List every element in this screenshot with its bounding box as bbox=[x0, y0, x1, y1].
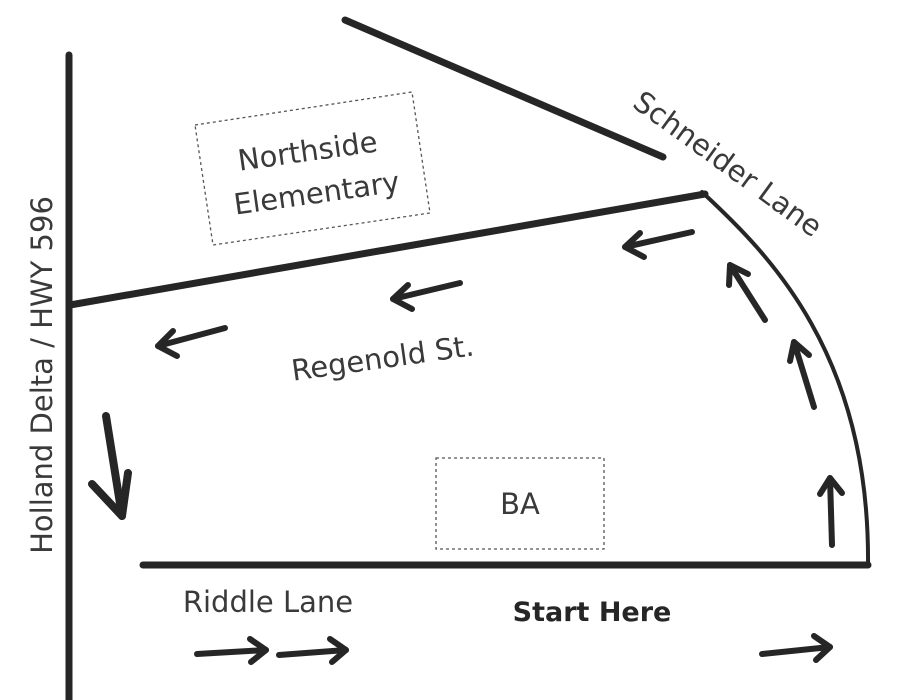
arrow-up-2 bbox=[787, 339, 817, 410]
arrow-up-1 bbox=[817, 475, 845, 548]
arrow-down-bold bbox=[88, 412, 132, 520]
ba-building-outline bbox=[435, 457, 605, 550]
schneider-lane-road bbox=[700, 190, 871, 567]
arrow-left-1 bbox=[622, 229, 695, 260]
buildings bbox=[194, 91, 605, 550]
upper-diagonal-road bbox=[341, 16, 667, 161]
regenold-street-label: Regenold St. bbox=[289, 328, 476, 387]
labels: Holland Delta / HWY 596 Regenold St. Sch… bbox=[25, 84, 829, 628]
roads bbox=[65, 16, 872, 700]
regenold-street-road bbox=[66, 190, 709, 309]
direction-arrows bbox=[88, 229, 845, 665]
arrow-left-3 bbox=[155, 325, 228, 359]
start-here-label: Start Here bbox=[513, 597, 672, 628]
riddle-lane-label: Riddle Lane bbox=[183, 585, 353, 619]
arrow-right-riddle-2 bbox=[276, 636, 349, 665]
schneider-lane-label: Schneider Lane bbox=[627, 84, 829, 244]
holland-delta-label: Holland Delta / HWY 596 bbox=[25, 196, 59, 554]
arrow-left-2 bbox=[390, 280, 463, 312]
ba-building-label: BA bbox=[500, 487, 540, 521]
northside-elementary-outline bbox=[194, 91, 431, 246]
arrow-right-start bbox=[759, 633, 833, 663]
arrow-right-riddle-1 bbox=[194, 636, 269, 665]
arrow-up-3 bbox=[726, 262, 768, 323]
